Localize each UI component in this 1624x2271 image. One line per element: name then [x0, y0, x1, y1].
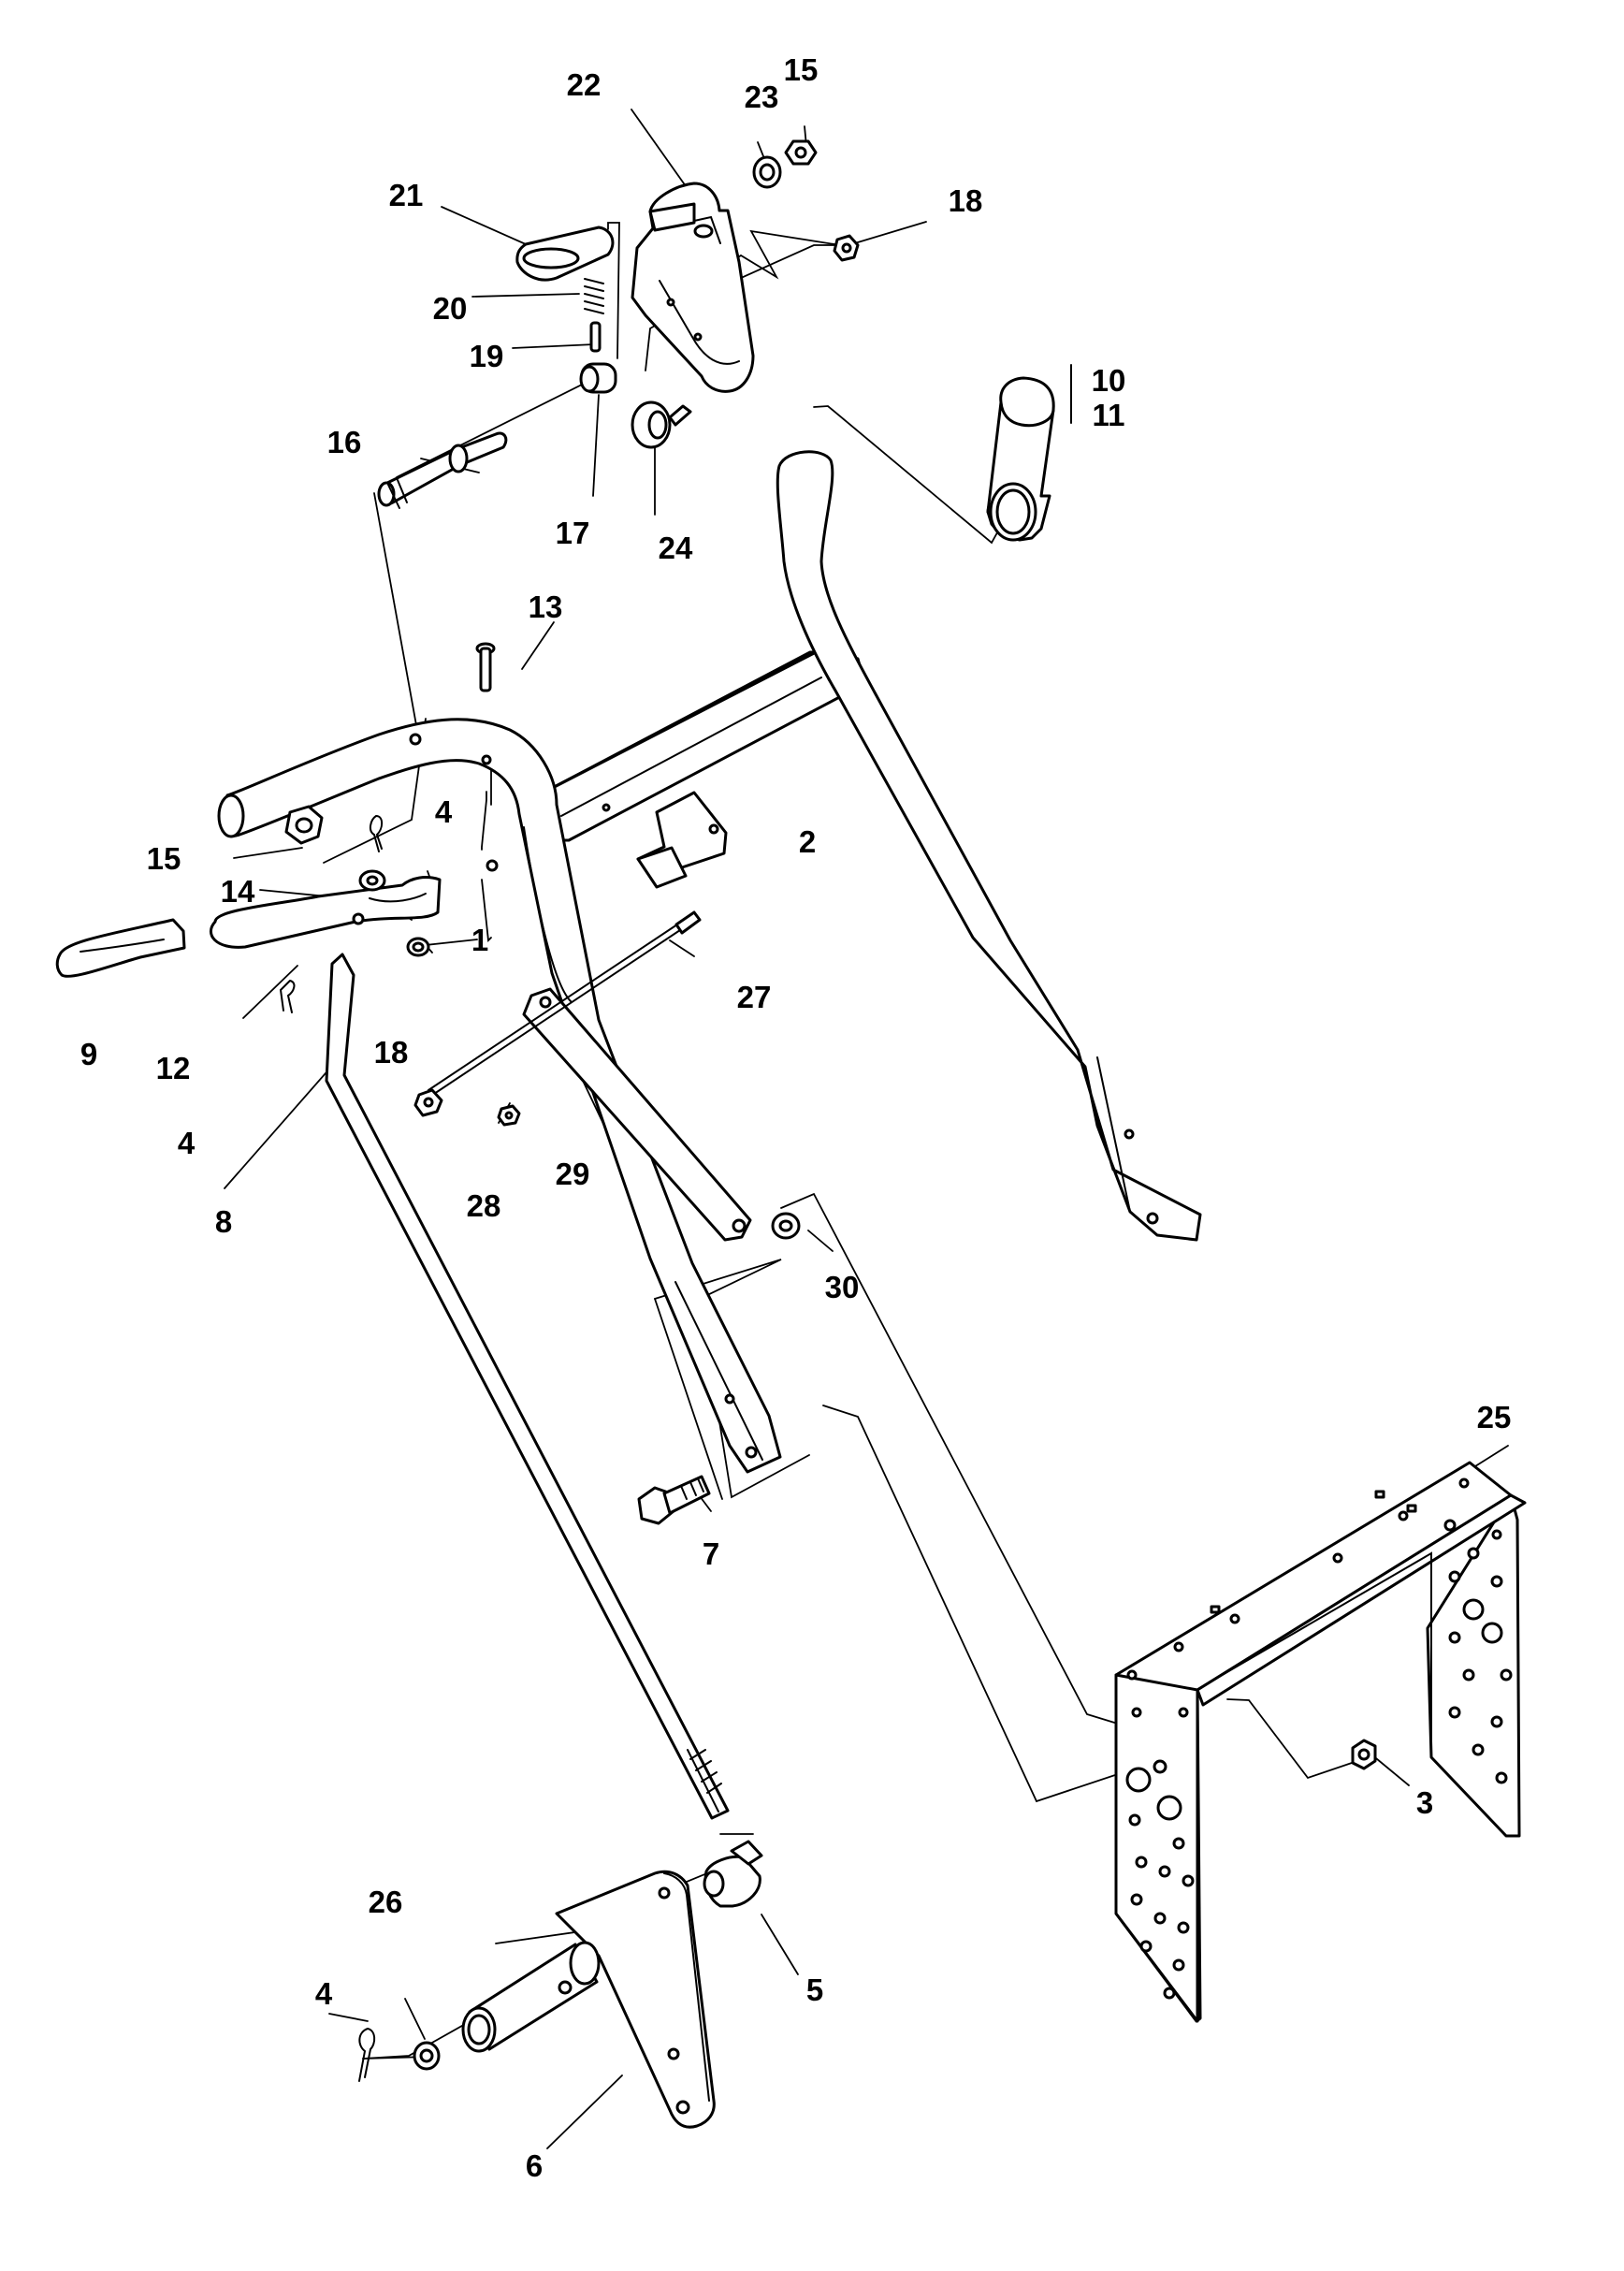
- callout-30: 30: [825, 1270, 860, 1304]
- part-12-lever: [210, 878, 440, 948]
- callout-6: 6: [526, 2148, 543, 2183]
- callout-23: 23: [745, 80, 779, 114]
- part-4-pin-upper: [370, 816, 382, 852]
- part-18-nut-top: [834, 236, 858, 260]
- callout-11: 11: [1093, 398, 1125, 432]
- callout-27: 27: [737, 980, 772, 1014]
- callout-24: 24: [659, 531, 693, 565]
- part-upper-handle-right: [777, 452, 1200, 1240]
- callout-7: 7: [703, 1536, 719, 1571]
- part-7-bolt: [639, 1477, 709, 1523]
- leader-lines: [225, 109, 1508, 2148]
- callout-18: 18: [374, 1035, 409, 1070]
- callout-5: 5: [806, 1973, 823, 2007]
- callout-29: 29: [556, 1157, 590, 1191]
- callout-25: 25: [1477, 1400, 1512, 1434]
- part-10-11-sleeve: [988, 378, 1053, 540]
- part-23-15-washer-nut: [754, 141, 816, 187]
- part-8-rod: [326, 954, 728, 1818]
- callout-3: 3: [1416, 1785, 1433, 1820]
- part-17-collar: [581, 364, 616, 392]
- part-4-pin-lower: [359, 2029, 374, 2081]
- callout-4: 4: [435, 794, 453, 829]
- part-6-pivot: [463, 1871, 714, 2127]
- part-24-bolt: [632, 402, 690, 447]
- callout-20: 20: [433, 291, 468, 326]
- part-22-bracket: [632, 183, 753, 391]
- callout-labels: 22 23 15 18 21 20 19 16 17 24 10 11 13 2…: [80, 52, 1512, 2183]
- callout-22: 22: [567, 67, 602, 102]
- part-18-nut-mid: [415, 1090, 442, 1115]
- part-5-fitting: [704, 1842, 761, 1906]
- part-14-washer: [360, 871, 384, 890]
- callout-16: 16: [327, 425, 362, 459]
- callout-4: 4: [315, 1976, 333, 2011]
- callout-15: 15: [147, 841, 181, 876]
- callout-21: 21: [389, 178, 424, 212]
- part-26-washer: [414, 2043, 439, 2069]
- callout-26: 26: [369, 1885, 403, 1919]
- part-3-nut: [1353, 1740, 1375, 1769]
- part-4-pin-middle: [281, 981, 294, 1012]
- callout-2: 2: [799, 824, 816, 859]
- callout-18: 18: [949, 183, 983, 218]
- callout-10: 10: [1092, 363, 1126, 398]
- callout-19: 19: [470, 339, 504, 373]
- part-27-cable: [428, 912, 700, 1096]
- part-30-washer: [773, 1214, 799, 1238]
- part-16-shaft: [379, 433, 506, 508]
- callout-14: 14: [221, 874, 255, 909]
- part-25-frame: [1116, 1463, 1525, 2021]
- part-29-link: [524, 989, 750, 1240]
- part-28-nut: [499, 1106, 519, 1125]
- part-9-grip: [57, 920, 184, 976]
- callout-12: 12: [156, 1051, 191, 1085]
- part-13-bolt: [477, 644, 494, 691]
- part-1-washer: [408, 939, 428, 955]
- part-2-cross-member: [542, 649, 866, 887]
- callout-8: 8: [215, 1204, 232, 1239]
- callout-17: 17: [556, 516, 590, 550]
- part-21-knob: [517, 227, 613, 280]
- callout-4: 4: [178, 1126, 196, 1160]
- callout-1: 1: [471, 923, 488, 957]
- part-19-20-pin-spring: [585, 279, 603, 351]
- callout-28: 28: [467, 1188, 501, 1223]
- callout-15: 15: [784, 52, 819, 87]
- callout-9: 9: [80, 1037, 97, 1071]
- part-15-nut-left: [286, 807, 322, 843]
- callout-13: 13: [529, 590, 563, 624]
